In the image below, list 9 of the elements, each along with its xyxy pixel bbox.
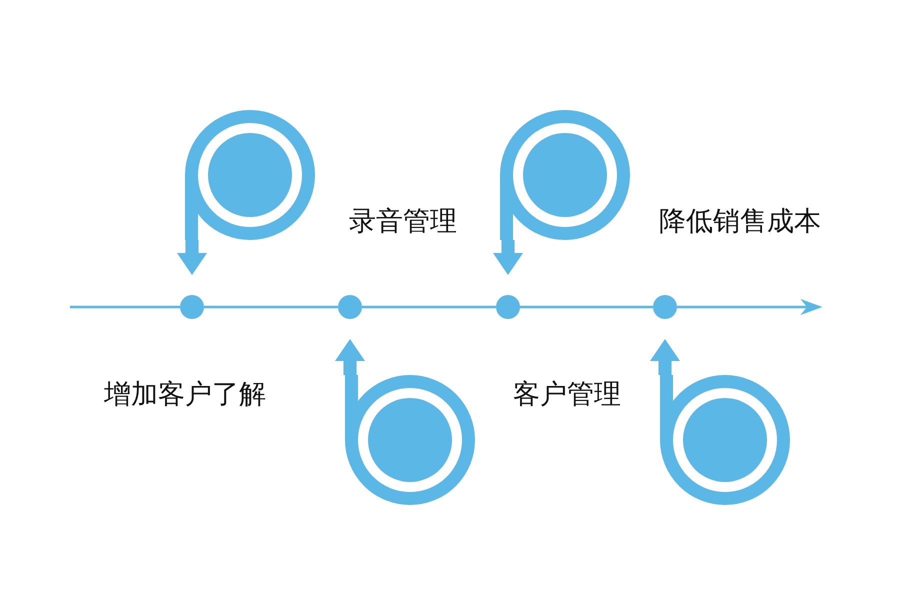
step-label: 录音管理 <box>349 202 457 242</box>
timeline-line <box>677 299 822 315</box>
step-label: 客户管理 <box>513 374 621 416</box>
timeline-line <box>520 306 653 308</box>
timeline-line <box>362 306 496 308</box>
step-label: 降低销售成本 <box>659 202 821 242</box>
timeline-line <box>70 306 180 308</box>
timeline-line <box>204 306 338 308</box>
step-label: 增加客户了解 <box>104 374 266 416</box>
